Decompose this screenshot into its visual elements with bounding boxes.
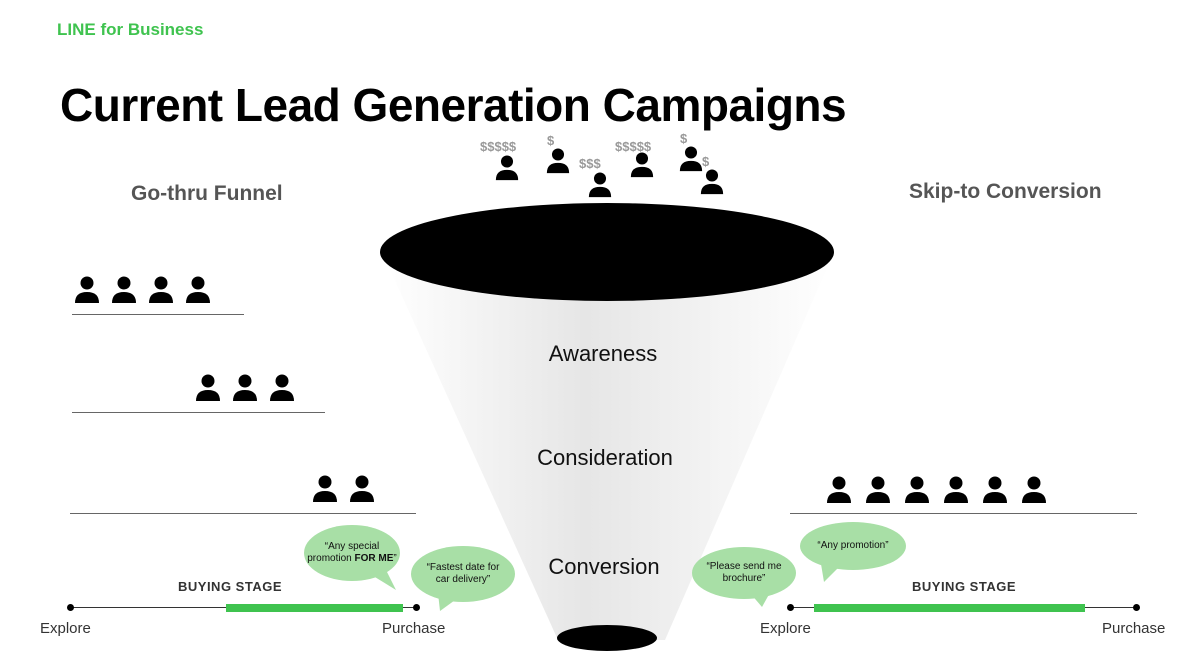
bubble-text: “Any promotion” bbox=[817, 540, 889, 551]
person-icon bbox=[232, 374, 258, 402]
bubble-text: promotion bbox=[307, 553, 355, 564]
person-icon bbox=[699, 169, 725, 195]
person-icon bbox=[74, 276, 100, 304]
bubble-emphasis: FOR ME bbox=[354, 553, 394, 564]
right-section-title: Skip-to Conversion bbox=[909, 180, 1102, 203]
person-icon bbox=[148, 276, 174, 304]
person-icon bbox=[904, 476, 930, 504]
bubble-text: car delivery” bbox=[435, 574, 491, 585]
person-icon bbox=[269, 374, 295, 402]
track-start-dot bbox=[787, 604, 794, 611]
speech-bubble: “Please send me brochure” bbox=[692, 547, 796, 599]
funnel-diagram bbox=[380, 203, 834, 651]
money-label: $ bbox=[547, 133, 555, 148]
stage-conversion: Conversion bbox=[548, 554, 660, 579]
axis-end-label: Purchase bbox=[382, 620, 446, 637]
axis-start-label: Explore bbox=[760, 620, 811, 637]
money-label: $ bbox=[680, 131, 688, 146]
buying-stage-label: BUYING STAGE bbox=[178, 579, 282, 594]
speech-bubble: “Any special promotion FOR ME” bbox=[304, 525, 400, 581]
stage-awareness: Awareness bbox=[548, 341, 658, 366]
money-label: $$$ bbox=[579, 156, 601, 171]
money-label: $$$$$ bbox=[480, 139, 517, 154]
buying-stage-track-right bbox=[787, 603, 1140, 613]
buying-stage-progress bbox=[814, 604, 1085, 612]
person-icon bbox=[982, 476, 1008, 504]
person-icon bbox=[195, 374, 221, 402]
stage-consideration: Consideration bbox=[537, 445, 673, 470]
brand-label: LINE for Business bbox=[57, 20, 204, 39]
people-row-3 bbox=[195, 374, 305, 407]
track-end-dot bbox=[1133, 604, 1140, 611]
person-icon bbox=[494, 155, 520, 181]
buying-stage-progress bbox=[226, 604, 404, 612]
bubble-text: “Fastest date for bbox=[426, 562, 500, 573]
people-row-2 bbox=[312, 475, 385, 508]
divider bbox=[72, 314, 244, 315]
person-icon bbox=[826, 476, 852, 504]
bubble-text: “Please send me bbox=[706, 561, 782, 572]
page-title: Current Lead Generation Campaigns bbox=[60, 79, 847, 131]
axis-end-label: Purchase bbox=[1102, 620, 1166, 637]
money-label: $ bbox=[702, 154, 710, 169]
person-icon bbox=[185, 276, 211, 304]
person-icon bbox=[865, 476, 891, 504]
divider bbox=[70, 513, 416, 514]
speech-bubble: “Fastest date for car delivery” bbox=[411, 546, 515, 602]
person-icon bbox=[1021, 476, 1047, 504]
divider bbox=[790, 513, 1137, 514]
bubble-text: brochure” bbox=[722, 573, 766, 584]
people-row-6 bbox=[826, 476, 1057, 509]
person-icon bbox=[312, 475, 338, 503]
funnel-body bbox=[382, 252, 834, 640]
person-icon bbox=[349, 475, 375, 503]
funnel-bottom bbox=[557, 625, 657, 651]
track-start-dot bbox=[67, 604, 74, 611]
person-icon bbox=[943, 476, 969, 504]
divider bbox=[72, 412, 325, 413]
person-icon bbox=[587, 172, 613, 198]
bubble-text: “Any special bbox=[324, 541, 380, 552]
buying-stage-track-left bbox=[67, 603, 420, 613]
person-icon bbox=[629, 152, 655, 178]
speech-bubble: “Any promotion” bbox=[800, 522, 906, 570]
money-label: $$$$$ bbox=[615, 139, 652, 154]
left-section-title: Go-thru Funnel bbox=[131, 182, 283, 205]
axis-start-label: Explore bbox=[40, 620, 91, 637]
track-end-dot bbox=[413, 604, 420, 611]
people-row-4 bbox=[74, 276, 221, 309]
buying-stage-label: BUYING STAGE bbox=[912, 579, 1016, 594]
person-icon bbox=[111, 276, 137, 304]
funnel-top bbox=[380, 203, 834, 301]
bubble-text: ” bbox=[393, 553, 397, 564]
person-icon bbox=[545, 148, 571, 174]
